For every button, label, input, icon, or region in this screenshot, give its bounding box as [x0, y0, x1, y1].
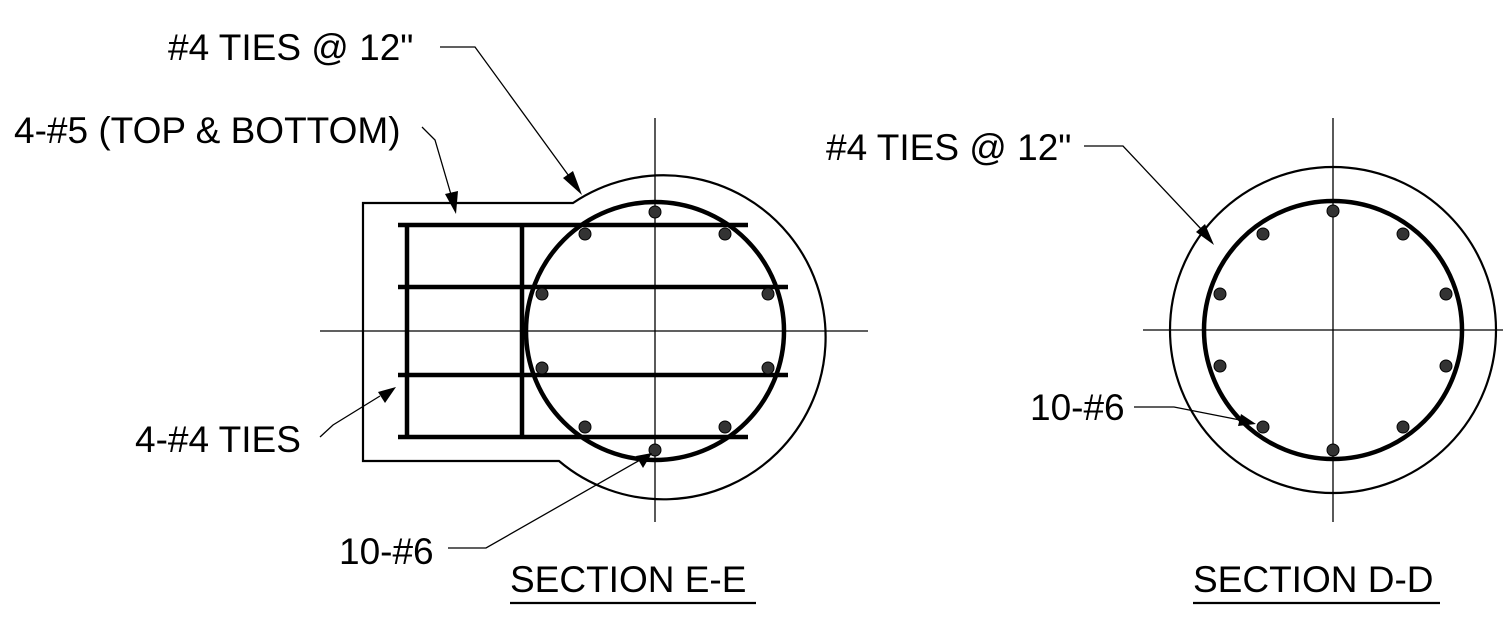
section-e-title: SECTION E-E [510, 559, 746, 600]
section-d-bar-dot [1439, 287, 1453, 301]
section-e-bar-dot [761, 287, 775, 301]
section-d-vertical-bars-arrowhead [1238, 414, 1256, 426]
section-e-ties-arrowhead [563, 171, 582, 195]
section-d-bar-dot [1256, 227, 1270, 241]
section-e-cross-ties-leader [319, 395, 381, 438]
section-d-bar-dot [1326, 204, 1340, 218]
section-d-bar-dot [1213, 287, 1227, 301]
section-d-leaders [1084, 145, 1256, 426]
section-d-circular-tie [1201, 198, 1465, 462]
section-e-bar-dot [535, 361, 549, 375]
section-d-vertical-bars-leader [1134, 406, 1241, 421]
section-e-bar-dot [718, 420, 732, 434]
section-d-d: #4 TIES @ 12" 10-#6 SECTION D-D [826, 118, 1503, 605]
section-e-concrete-outline [361, 174, 827, 501]
section-e-ties-label: #4 TIES @ 12" [168, 27, 413, 68]
section-e-leaders [319, 46, 652, 549]
section-e-long-bars-leader [421, 126, 453, 199]
section-e-e: #4 TIES @ 12" 4-#5 (TOP & BOTTOM) 4-#4 T… [14, 27, 868, 605]
section-d-vertical-bars [1213, 204, 1453, 457]
section-d-bar-dot [1326, 443, 1340, 457]
section-e-bar-dot [718, 227, 732, 241]
section-e-circular-tie [523, 199, 787, 463]
section-d-ties-arrowhead [1196, 224, 1214, 245]
section-e-bar-dot [535, 287, 549, 301]
section-e-long-bars-arrowhead [445, 191, 458, 214]
section-e-vertical-bars [535, 205, 775, 457]
section-d-bar-dot [1396, 420, 1410, 434]
section-d-concrete-outline [1168, 165, 1498, 495]
section-d-bar-dot [1439, 359, 1453, 373]
section-e-ties-leader [440, 46, 575, 184]
section-d-ties-label: #4 TIES @ 12" [826, 127, 1071, 168]
section-d-bar-dot [1213, 359, 1227, 373]
section-e-cross-ties-arrowhead [378, 387, 396, 403]
section-e-vertical-bars-arrowhead [636, 453, 652, 468]
section-d-title: SECTION D-D [1193, 559, 1434, 600]
section-e-vertical-bars-label: 10-#6 [339, 531, 434, 572]
section-e-long-bars-label: 4-#5 (TOP & BOTTOM) [14, 110, 401, 151]
section-e-bar-dot [648, 205, 662, 219]
section-d-bar-dot [1256, 420, 1270, 434]
section-e-bar-dot [578, 227, 592, 241]
section-d-ties-leader [1084, 145, 1203, 231]
section-d-vertical-bars-label: 10-#6 [1030, 387, 1125, 428]
section-e-vertical-bars-leader [448, 459, 641, 549]
section-e-bar-dot [578, 420, 592, 434]
section-d-bar-dot [1396, 227, 1410, 241]
section-e-cross-ties-label: 4-#4 TIES [135, 419, 301, 460]
section-e-bar-dot [761, 361, 775, 375]
